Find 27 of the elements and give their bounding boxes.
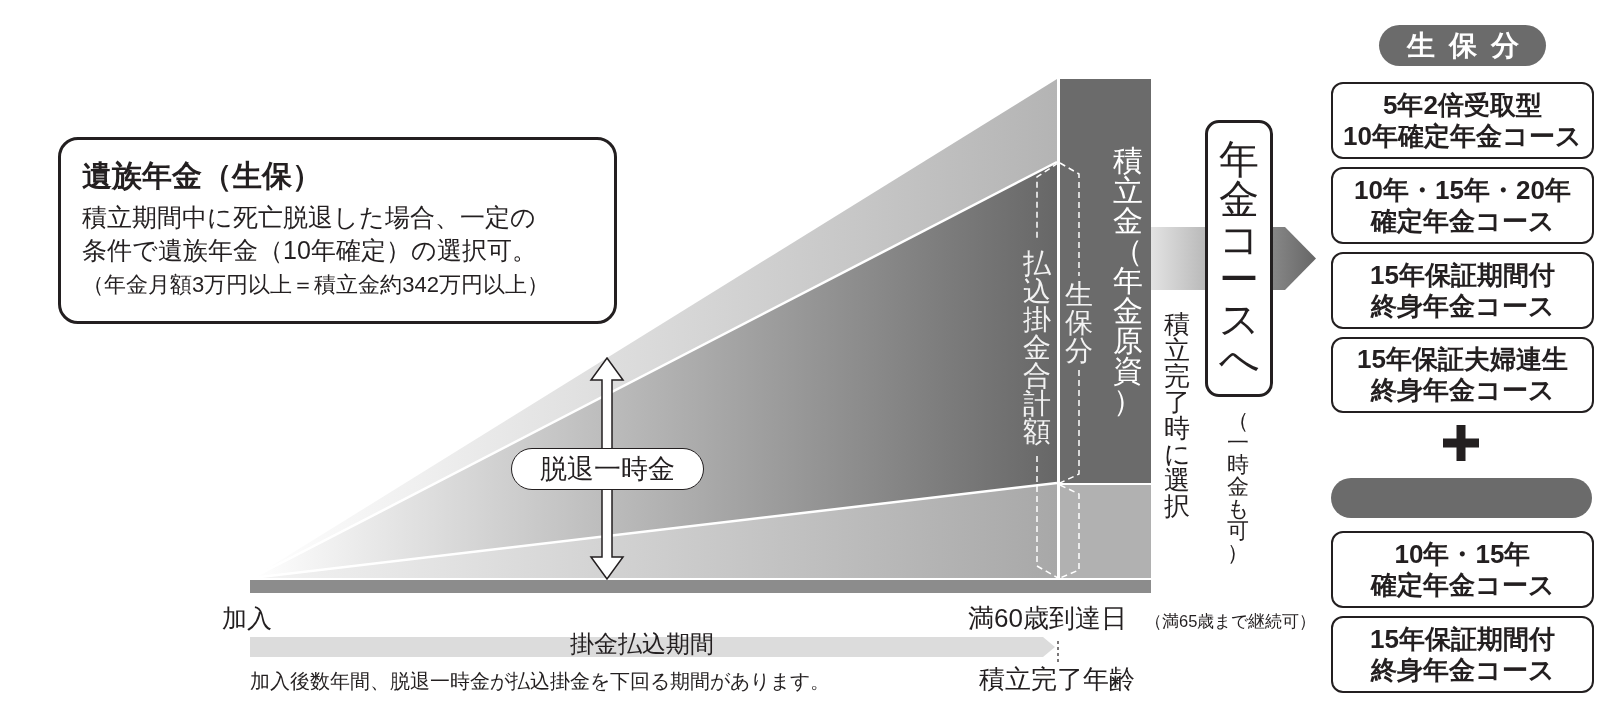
heading-pill: 生保分	[1379, 25, 1546, 66]
course-box: 15年保証期間付終身年金コース	[1331, 252, 1594, 329]
box-note: （年金月額3万円以上＝積立金約342万円以上）	[82, 271, 550, 299]
course-box: 10年・15年・20年確定年金コース	[1331, 167, 1594, 244]
label-pill: 脱退一時金	[511, 448, 704, 490]
label-box: 年金コースへ	[1205, 120, 1273, 397]
axis-label: 積立完了年齢	[979, 665, 1135, 695]
info-box	[58, 137, 617, 324]
column-segment	[1060, 485, 1151, 578]
box-title: 遺族年金（生保）	[82, 158, 323, 194]
axis-label: 満60歳到達日	[968, 604, 1127, 634]
bracket-label: 払込掛金合計額	[1022, 250, 1052, 446]
period-label: 掛金払込期間	[570, 630, 714, 658]
course-box: 15年保証夫婦連生終身年金コース	[1331, 337, 1594, 413]
block-arrow-tail	[1151, 227, 1205, 290]
side-note: （一時金も可）	[1226, 410, 1250, 564]
bracket-label: 生保分	[1064, 281, 1094, 365]
course-box: 5年2倍受取型10年確定年金コース	[1331, 82, 1594, 159]
small-note: （満65歳まで継続可）	[1145, 611, 1317, 631]
course-box: 10年・15年確定年金コース	[1331, 531, 1594, 608]
box-text: 積立期間中に死亡脱退した場合、一定の条件で遺族年金（10年確定）の選択可。	[82, 202, 538, 266]
side-note: 積立完了時に選択	[1163, 311, 1191, 519]
footnote: 加入後数年間、脱退一時金が払込掛金を下回る期間があります。	[250, 669, 830, 693]
axis-label: 加入	[222, 603, 272, 633]
block-arrow	[1273, 227, 1316, 290]
heading-pill	[1331, 478, 1592, 518]
course-box: 15年保証期間付終身年金コース	[1331, 616, 1594, 693]
